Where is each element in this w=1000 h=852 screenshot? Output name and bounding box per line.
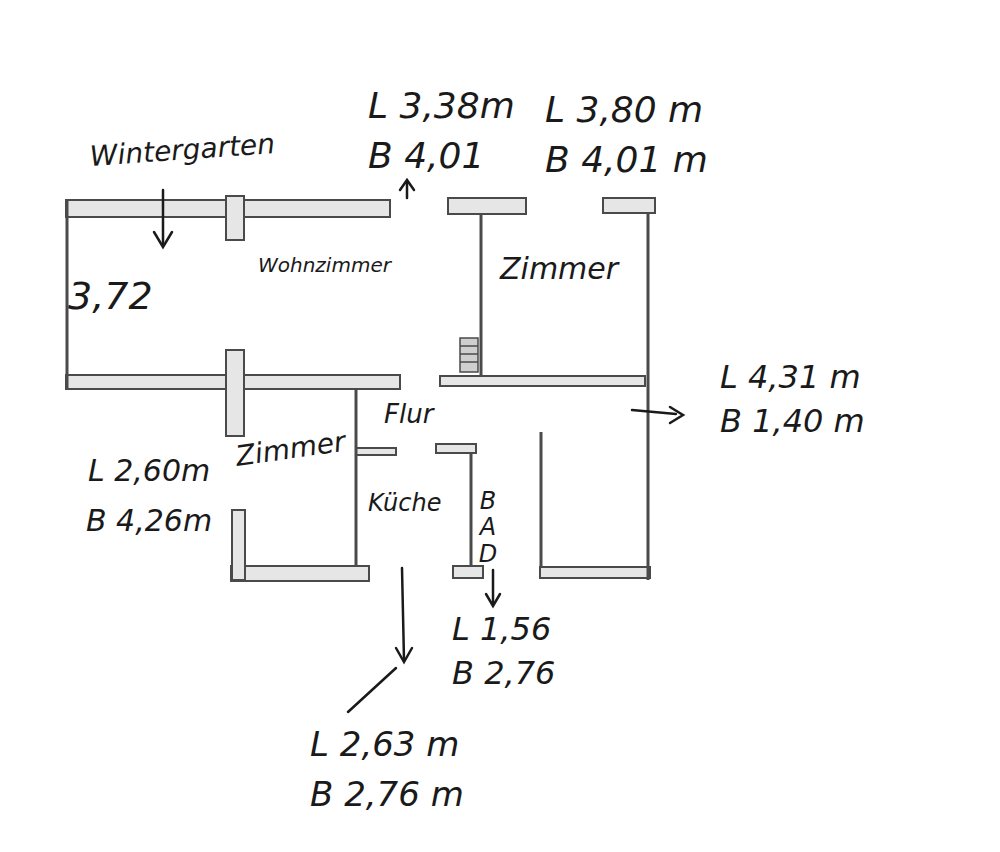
room-name: Zimmer — [234, 427, 347, 473]
dimension-label: L 1,56 — [452, 612, 551, 647]
dimension-label: L 2,63 m — [310, 726, 459, 763]
dimension-label: B 1,40 m — [720, 404, 865, 439]
room-name: Wohnzimmer — [258, 254, 391, 276]
dimension-label: 3,72 — [68, 276, 153, 318]
dimension-label: L 4,31 m — [720, 360, 861, 395]
dimension-label: L 3,80 m — [545, 90, 703, 130]
dimension-label: L 3,38m — [368, 86, 515, 126]
dimension-label: B 2,76 m — [310, 776, 464, 813]
dimension-label: B 2,76 — [452, 656, 555, 691]
room-name: Küche — [368, 490, 441, 516]
room-name: Zimmer — [500, 252, 618, 285]
room-name: BAD — [476, 488, 500, 567]
dimension-label: B 4,01 m — [545, 140, 708, 180]
dimension-label: L 2,60m — [88, 454, 210, 487]
room-name: Flur — [384, 400, 433, 429]
room-name: Wintergarten — [89, 129, 276, 173]
dimension-label: B 4,01 — [368, 136, 484, 176]
dimension-label: B 4,26m — [86, 504, 212, 537]
